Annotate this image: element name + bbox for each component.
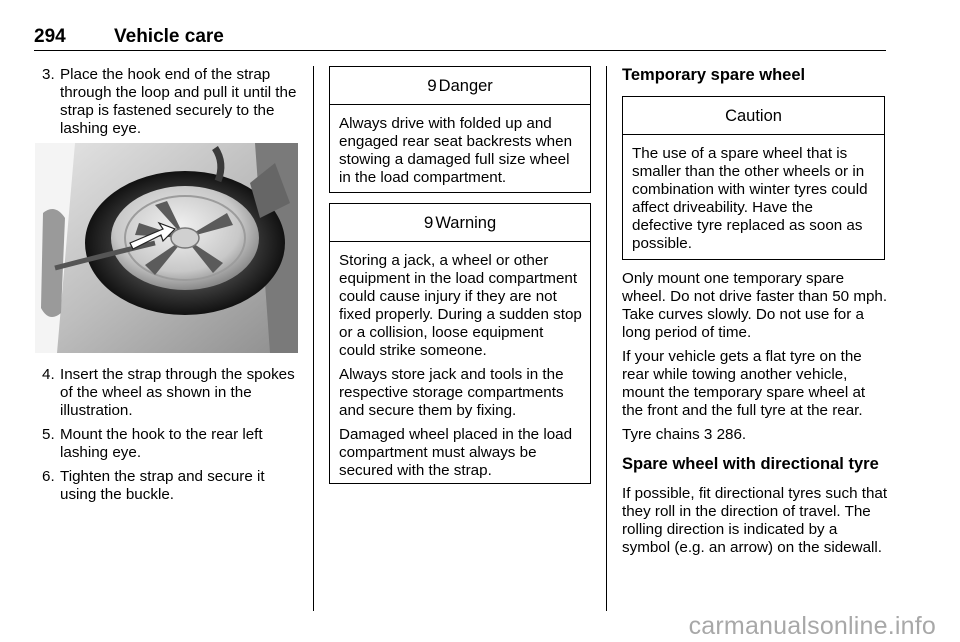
directional-tyre-text: If possible, fit directional tyres such …	[622, 485, 888, 563]
section-title: Vehicle care	[114, 26, 224, 47]
spare-wheel-paragraph-2: If your vehicle gets a flat tyre on the …	[622, 348, 866, 419]
step-number: 5.	[42, 426, 55, 443]
column-1: 3. Place the hook end of the strap throu…	[34, 66, 298, 138]
danger-text: Always drive with folded up and engaged …	[339, 115, 573, 186]
caution-text: The use of a spare wheel that is smaller…	[632, 145, 868, 252]
step-number: 4.	[42, 366, 55, 383]
warning-paragraph-2: Always store jack and tools in the respe…	[339, 366, 564, 419]
watermark: carmanualsonline.info	[688, 612, 936, 640]
danger-title: Danger	[438, 77, 493, 95]
step-text: Insert the strap through the spokes of t…	[60, 366, 295, 419]
warning-body: Storing a jack, a wheel or other equipme…	[330, 242, 590, 480]
column-divider-left	[313, 66, 315, 611]
caution-body: The use of a spare wheel that is smaller…	[623, 135, 884, 253]
page-header: 294 Vehicle care	[34, 26, 886, 51]
step-3: 3. Place the hook end of the strap throu…	[34, 66, 298, 138]
caution-box: Caution The use of a spare wheel that is…	[622, 96, 885, 260]
step-text: Tighten the strap and secure it using th…	[60, 468, 265, 503]
step-number: 3.	[42, 66, 55, 83]
step-text: Place the hook end of the strap through …	[60, 66, 297, 137]
warning-paragraph-1: Storing a jack, a wheel or other equipme…	[339, 252, 582, 359]
danger-body: Always drive with folded up and engaged …	[330, 105, 590, 187]
spare-wheel-photo	[35, 143, 298, 353]
page-reference-link[interactable]: 286.	[712, 426, 747, 443]
directional-tyre-paragraph: If possible, fit directional tyres such …	[622, 485, 888, 556]
caution-header: Caution	[623, 97, 884, 135]
spare-wheel-paragraph-1: Only mount one temporary spare wheel. Do…	[622, 270, 888, 341]
step-5: 5. Mount the hook to the rear left lashi…	[34, 426, 298, 462]
tyre-chains-label: Tyre chains	[622, 426, 704, 443]
warning-triangle-icon: 9	[427, 76, 437, 95]
warning-paragraph-3: Damaged wheel placed in the load compart…	[339, 426, 573, 479]
page-reference-icon: 3	[703, 426, 713, 443]
directional-tyre-heading: Spare wheel with directional tyre	[622, 455, 879, 473]
spare-wheel-illustration	[35, 143, 298, 353]
tyre-chains-reference: Tyre chains 3 286.	[622, 426, 888, 444]
column-3-text: Only mount one temporary spare wheel. Do…	[622, 270, 888, 450]
step-4: 4. Insert the strap through the spokes o…	[34, 366, 298, 420]
step-6: 6. Tighten the strap and secure it using…	[34, 468, 298, 504]
column-1-steps: 4. Insert the strap through the spokes o…	[34, 366, 298, 504]
caution-title: Caution	[725, 107, 782, 125]
column-divider-right	[606, 66, 608, 611]
page-number: 294	[34, 26, 66, 47]
step-number: 6.	[42, 468, 55, 485]
step-text: Mount the hook to the rear left lashing …	[60, 426, 263, 461]
warning-title: Warning	[435, 214, 497, 232]
temporary-spare-wheel-heading: Temporary spare wheel	[622, 66, 806, 84]
warning-triangle-icon: 9	[423, 213, 434, 232]
